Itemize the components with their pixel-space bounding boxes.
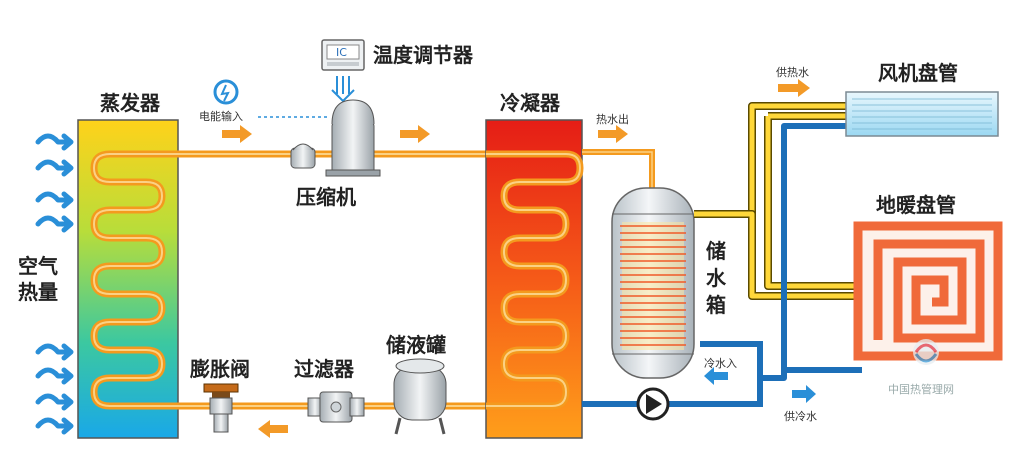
air-arrow-head	[61, 215, 74, 233]
hot-water-out-label: 热水出	[596, 113, 629, 126]
flow-arrow	[598, 125, 628, 143]
temp-regulator	[321, 39, 365, 71]
watermark-text: 中国热管理网	[888, 383, 954, 396]
condenser-label: 冷凝器	[500, 91, 560, 115]
flow-arrow	[258, 420, 288, 438]
air-arrow	[35, 393, 73, 405]
air-arrows	[35, 133, 74, 435]
air-arrow	[35, 133, 73, 145]
air-arrow	[35, 215, 73, 227]
flow-arrows	[222, 79, 810, 438]
cold-water-supply-pipes	[757, 123, 862, 396]
water-tank	[611, 187, 695, 379]
ic-chip-label: IC	[336, 46, 347, 59]
air-arrow-head	[61, 417, 74, 435]
energy-input-label: 电能输入	[199, 110, 243, 123]
water-pump	[636, 387, 670, 421]
flow-arrow	[222, 125, 252, 143]
flow-arrow	[778, 79, 810, 97]
liquid-receiver	[393, 358, 447, 435]
filter-label: 过滤器	[294, 357, 354, 381]
hot-water-out-pipe	[582, 149, 655, 188]
cold-water-arrows	[704, 367, 816, 403]
floor-heating-coil-label: 地暖盘管	[876, 193, 956, 217]
evaporator-label: 蒸发器	[100, 91, 160, 115]
compressor-label: 压缩机	[296, 185, 356, 209]
expansion-valve-label: 膨胀阀	[190, 357, 250, 381]
air-heat-label: 空气热量	[18, 254, 58, 304]
liquid-receiver-label: 储液罐	[386, 333, 446, 357]
cold-water-in-label: 冷水入	[704, 357, 737, 370]
air-arrow	[35, 367, 73, 379]
water-tank-label: 储水箱	[706, 239, 726, 317]
fan-coil-unit	[845, 91, 999, 137]
air-arrow	[35, 343, 73, 355]
cold-water-supply-label: 供冷水	[784, 410, 817, 423]
air-arrow-head	[61, 393, 74, 411]
fan-coil-label: 风机盘管	[878, 61, 958, 85]
signal-arrow	[331, 76, 355, 103]
air-arrow	[35, 159, 73, 171]
watermark-logo	[913, 339, 939, 365]
air-arrow-head	[61, 133, 74, 151]
air-arrow-head	[61, 159, 74, 177]
temp-regulator-label: 温度调节器	[373, 43, 473, 67]
compressor	[290, 99, 381, 177]
air-arrow-head	[61, 367, 74, 385]
air-arrow	[35, 191, 73, 203]
air-arrow	[35, 417, 73, 429]
energy-icon	[213, 79, 239, 105]
cold-water-return-pipe	[582, 341, 763, 407]
expansion-valve	[203, 383, 239, 433]
hot-water-supply-pipes	[694, 102, 862, 300]
air-arrow-head	[61, 343, 74, 361]
air-arrow-head	[61, 191, 74, 209]
filter	[307, 391, 365, 423]
floor-heating-coil	[853, 221, 1003, 361]
flow-arrow	[400, 125, 430, 143]
hot-water-supply-label: 供热水	[776, 66, 809, 79]
